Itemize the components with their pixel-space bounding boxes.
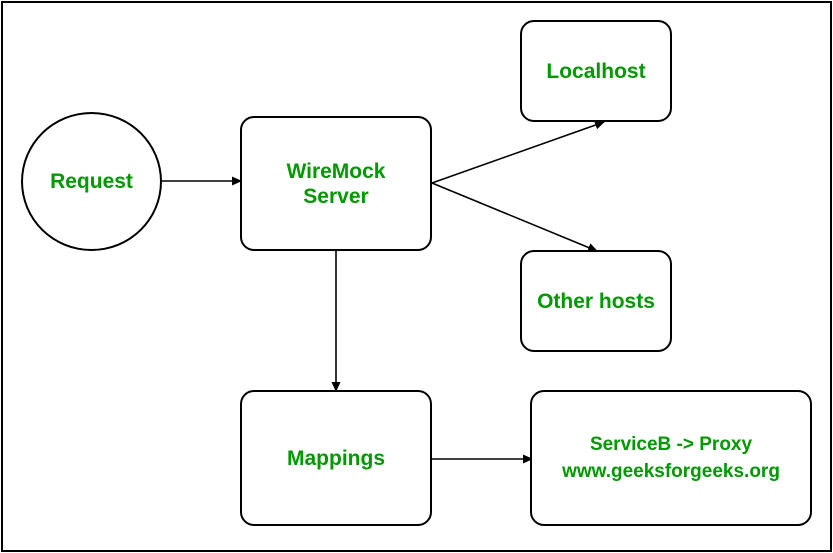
localhost-node: Localhost: [520, 20, 672, 122]
wiremock-label-line1: WireMock: [286, 159, 386, 183]
edge-wiremock-to-localhost: [431, 120, 605, 184]
wiremock-server-node: WireMock Server: [240, 116, 432, 251]
edge-wiremock-to-other-hosts: [431, 182, 598, 252]
other-hosts-node: Other hosts: [520, 250, 672, 352]
mappings-node: Mappings: [240, 390, 432, 526]
localhost-label: Localhost: [546, 59, 646, 83]
proxy-node: ServiceB -> Proxy www.geeksforgeeks.org: [530, 390, 812, 526]
mappings-label: Mappings: [287, 446, 385, 470]
request-label: Request: [50, 170, 133, 193]
wiremock-label-line2: Server: [303, 184, 369, 208]
request-node: Request: [21, 112, 162, 251]
proxy-label-line1: ServiceB -> Proxy: [589, 434, 753, 455]
other-hosts-label: Other hosts: [537, 289, 655, 313]
proxy-label-line2: www.geeksforgeeks.org: [562, 461, 780, 482]
